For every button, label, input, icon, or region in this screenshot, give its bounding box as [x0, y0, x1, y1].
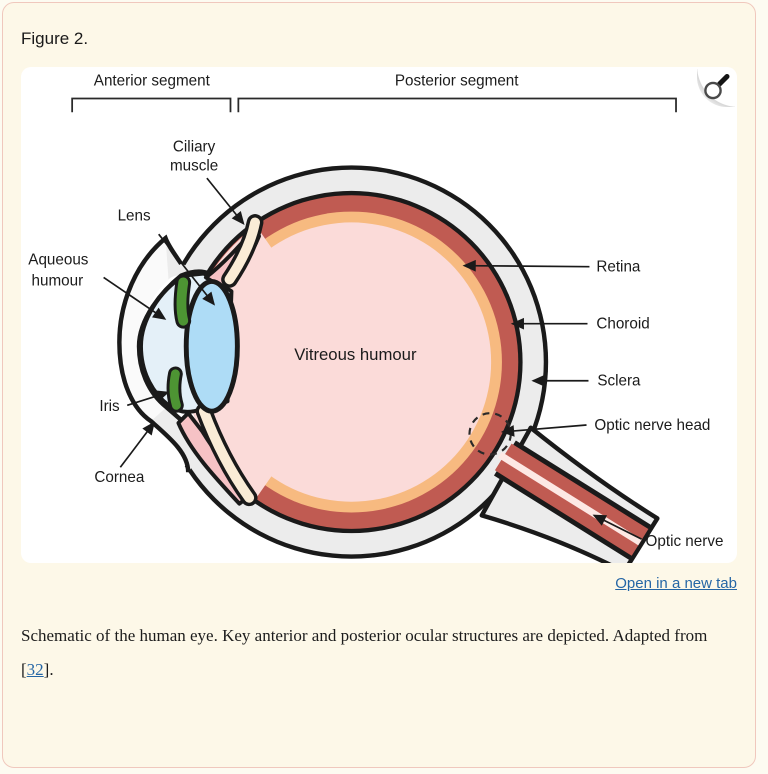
ciliary-muscle-upper [224, 217, 260, 285]
figure-actions: Open in a new tab [21, 575, 737, 593]
aqueous-humour-label-line1: Aqueous [28, 252, 89, 269]
magnifier-icon [704, 74, 730, 100]
anterior-segment-bracket [71, 97, 232, 113]
caption-text: Schematic of the human eye. Key anterior… [21, 625, 708, 679]
caption-text-end: ]. [43, 659, 54, 679]
zoom-figure-button[interactable] [697, 69, 735, 107]
ciliary-muscle-label-line1: Ciliary [173, 139, 216, 156]
figure-card: Figure 2. Anterior segment Posterior seg… [2, 2, 756, 768]
lens-label: Lens [118, 207, 151, 224]
ciliary-muscle-arrow [206, 177, 245, 225]
cornea-label: Cornea [94, 469, 144, 486]
lens-shape [183, 278, 240, 414]
ciliary-muscle-lower [199, 406, 255, 503]
retina-arrow [462, 259, 590, 272]
optic-nerve-arrow [592, 514, 642, 540]
cornea-band [119, 238, 169, 422]
sclera-label: Sclera [597, 373, 641, 390]
figure-caption: Schematic of the human eye. Key anterior… [21, 619, 737, 687]
figure-number-label: Figure 2. [21, 29, 89, 48]
lens-arrow [158, 233, 216, 306]
optic-nerve-head-arrow [500, 424, 587, 437]
optic-nerve-head-label: Optic nerve head [594, 417, 710, 434]
iris-upper [176, 277, 189, 326]
figure-panel: Anterior segment Posterior segment [21, 67, 737, 563]
cornea-arrow [119, 421, 155, 468]
open-in-new-tab-link[interactable]: Open in a new tab [615, 574, 737, 592]
optic-nerve-label: Optic nerve [646, 533, 724, 550]
retina-label: Retina [596, 259, 641, 276]
iris-lower [169, 369, 181, 410]
reference-32-link[interactable]: 32 [26, 659, 44, 679]
posterior-segment-label: Posterior segment [395, 73, 519, 90]
vitreous-humour-label: Vitreous humour [294, 345, 417, 364]
vitreous-humour-region [211, 222, 492, 502]
eye-diagram: Anterior segment Posterior segment [28, 73, 724, 563]
iris-arrow [126, 390, 170, 407]
cornea-outer-outline [117, 234, 191, 473]
anterior-segment-label: Anterior segment [94, 73, 211, 90]
choroid-label: Choroid [596, 316, 649, 333]
aqueous-humour-label-line2: humour [32, 272, 84, 289]
aqueous-humour-arrow [103, 276, 167, 320]
ciliary-muscle-label-line2: muscle [170, 157, 218, 174]
anterior-segment [117, 214, 264, 507]
iris-label: Iris [99, 398, 120, 415]
posterior-segment-bracket [237, 97, 677, 113]
